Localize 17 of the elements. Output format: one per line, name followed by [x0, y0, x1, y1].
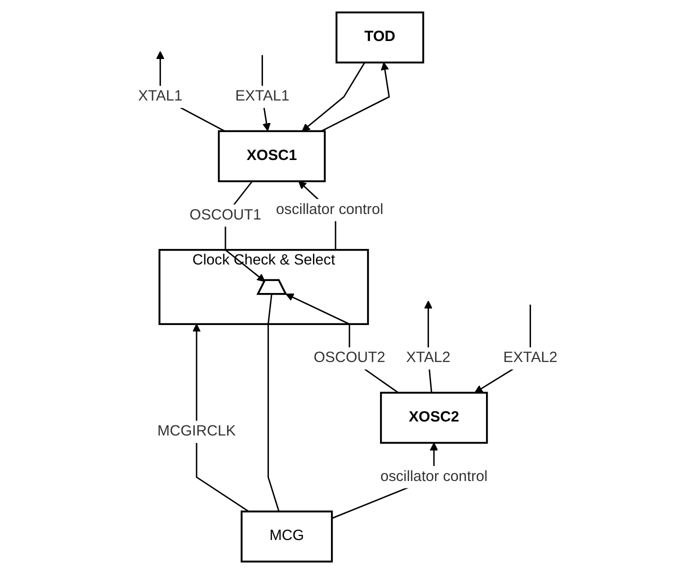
edge-label: oscillator control [276, 198, 383, 222]
arrow [320, 62, 390, 132]
block-box: MCG [240, 510, 333, 562]
edge-label: OSCOUT2 [313, 347, 386, 370]
edge-label: EXTAL1 [234, 86, 290, 108]
block-box: XOSC1 [218, 130, 326, 182]
multiplexer-symbol [256, 279, 287, 295]
block-box: TOD [335, 12, 424, 64]
edge-label: XTAL2 [406, 347, 450, 370]
edge-label: MCGIRCLK [157, 420, 236, 443]
block-box: XOSC2 [380, 392, 488, 444]
edge-label: OSCOUT1 [189, 204, 261, 227]
edge-label: XTAL1 [138, 86, 182, 108]
edge-label: oscillator control [380, 466, 488, 488]
edge-label: EXTAL2 [502, 347, 558, 370]
arrow [302, 62, 365, 132]
arrow [192, 324, 249, 512]
